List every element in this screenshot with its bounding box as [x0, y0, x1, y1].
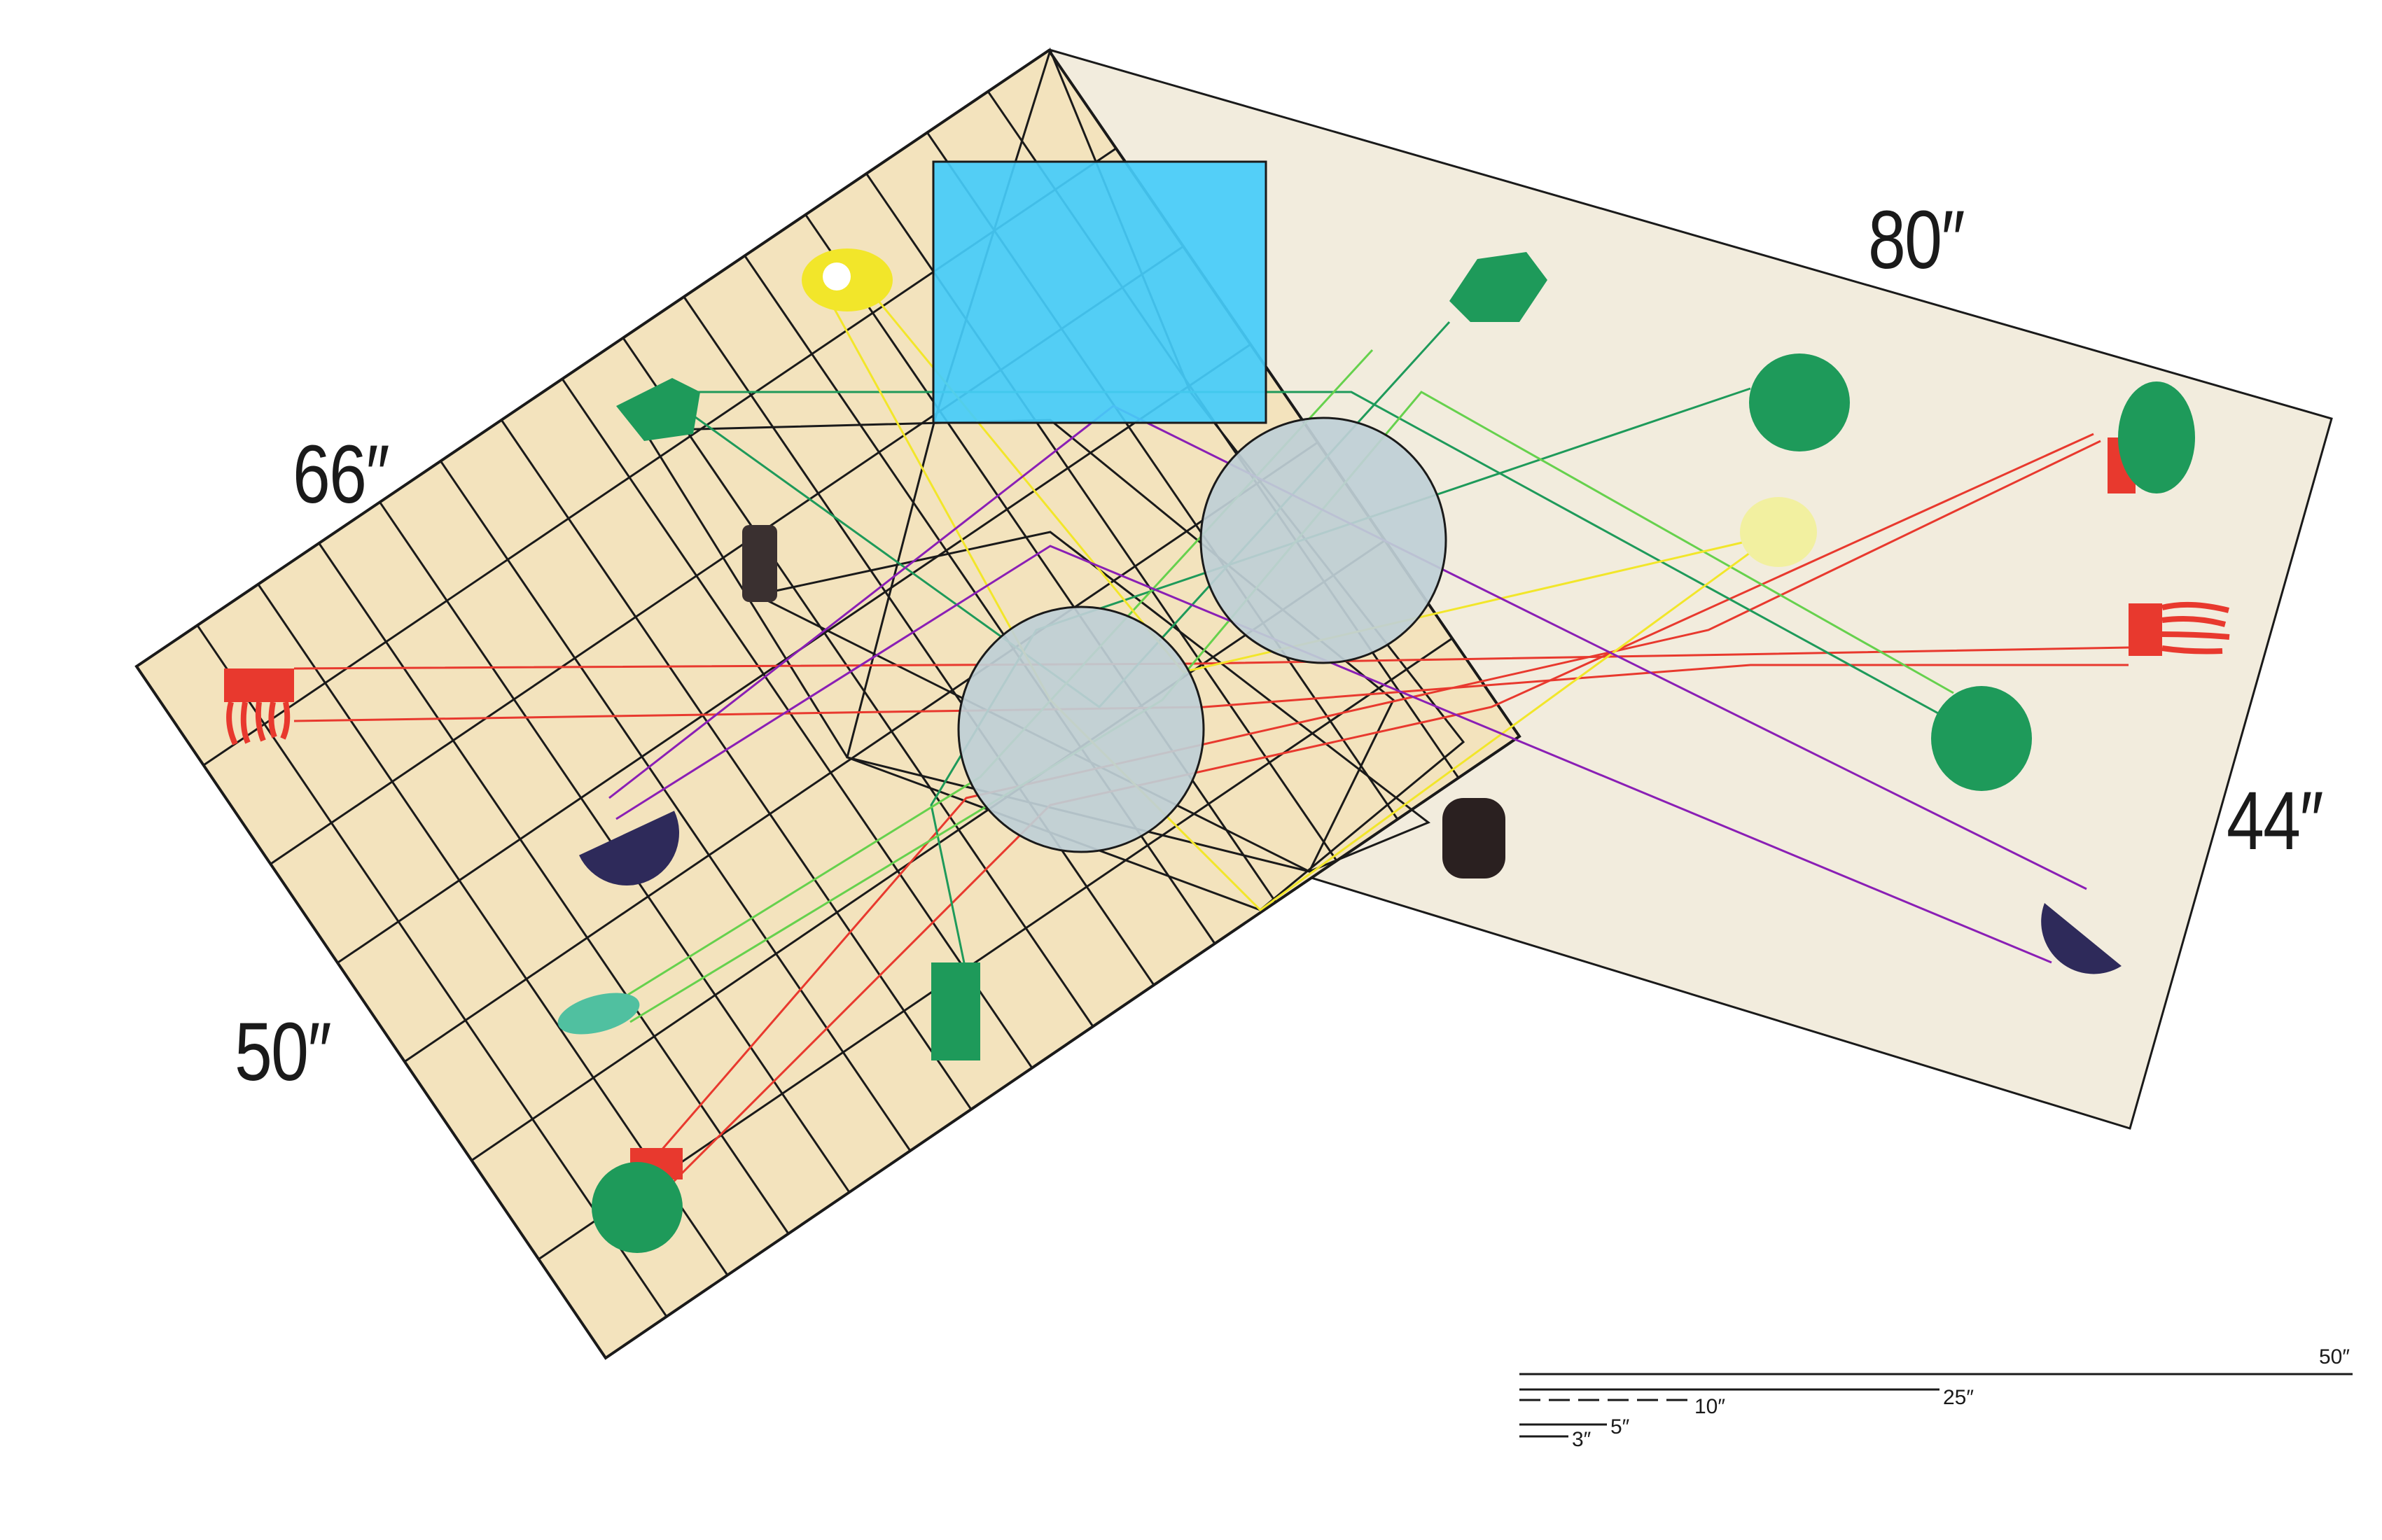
teal-pebble-icon — [557, 993, 640, 1035]
grid-line — [196, 624, 668, 1317]
green-carrot-icon — [931, 962, 980, 1060]
grid-line — [318, 542, 790, 1235]
scale-label-10: 10″ — [1694, 1395, 1725, 1418]
blue-fan-icon — [2041, 903, 2122, 974]
grid-line — [404, 441, 1318, 1063]
red-brush-icon — [224, 668, 294, 746]
green-leaf-icon — [616, 378, 700, 441]
connection-line — [650, 440, 2101, 1163]
green-leaf-icon — [1749, 354, 1850, 451]
dark-stone-icon — [1442, 798, 1505, 878]
red-planter-icon — [592, 1148, 683, 1253]
scale-bar — [1519, 1373, 2353, 1438]
scale-label-50: 50″ — [2319, 1345, 2350, 1368]
grid-line — [471, 539, 1386, 1161]
blue-fan-icon — [579, 811, 679, 886]
scale-label-25: 25″ — [1943, 1386, 1974, 1409]
green-carrot-icon — [2108, 382, 2195, 493]
dark-stone-icon — [742, 525, 777, 602]
grid-line — [561, 378, 1033, 1069]
connection-line — [293, 664, 2129, 722]
grid-line — [538, 637, 1453, 1261]
scale-label-3: 3″ — [1572, 1428, 1592, 1451]
scale-label-5: 5″ — [1610, 1415, 1630, 1438]
connection-line — [615, 545, 2052, 964]
circle-upper — [1199, 416, 1447, 664]
blue-rectangle — [932, 160, 1267, 424]
grid-line — [622, 337, 1094, 1028]
green-leaf-icon — [1449, 252, 1547, 322]
red-brush-icon — [2129, 601, 2230, 656]
connection-line — [671, 433, 2094, 1184]
circle-lower — [957, 606, 1205, 853]
dimension-label-right: 44″ — [2227, 775, 2324, 867]
grid-line — [805, 214, 1277, 903]
grid-line — [440, 460, 912, 1152]
dimension-label-top-left: 66″ — [293, 428, 390, 521]
green-leaf-icon — [1931, 686, 2032, 791]
connection-line — [690, 391, 1940, 715]
dimension-label-top-right: 80″ — [1868, 194, 1965, 286]
grid-line — [500, 419, 973, 1110]
yellow-flower-icon — [802, 248, 893, 312]
grid-line — [683, 296, 1155, 986]
connection-line — [293, 646, 2129, 670]
dimension-label-bottom-left: 50″ — [235, 1006, 332, 1098]
yellow-flower-icon — [1740, 497, 1817, 567]
